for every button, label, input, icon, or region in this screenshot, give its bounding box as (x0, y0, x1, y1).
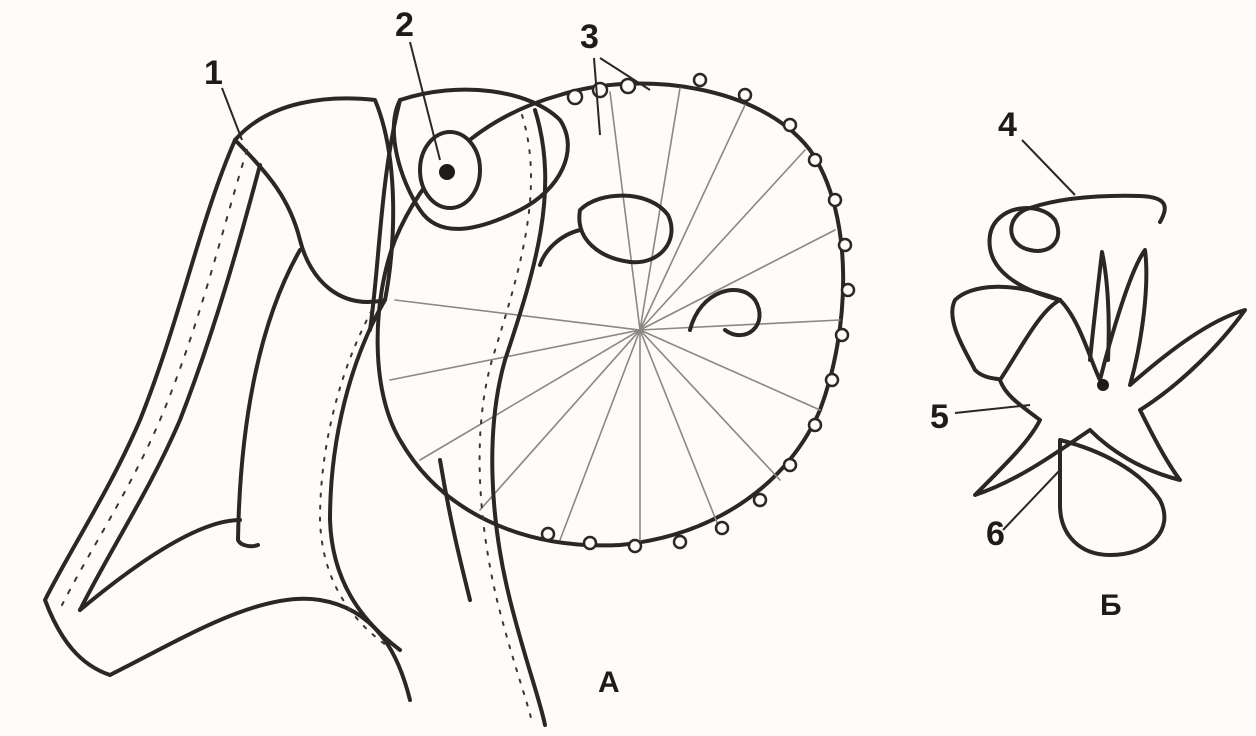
label-2: 2 (395, 6, 414, 44)
hectocotylus-coil (990, 196, 1165, 300)
shell-keel-coil (690, 290, 760, 335)
funnel-tip (540, 230, 580, 265)
web-arm-outer-edge (45, 140, 235, 675)
arm-4 (330, 300, 400, 650)
argonaut-male: 4 5 6 Б (930, 106, 1245, 622)
arm-7 (440, 460, 470, 600)
leader-lines-a (222, 42, 650, 160)
web-arm-membrane (235, 98, 393, 302)
argonaut-female-with-shell: 1 2 3 А (45, 6, 854, 725)
leader-2 (410, 42, 440, 160)
label-1: 1 (204, 54, 223, 92)
eye-pupil (439, 164, 455, 180)
label-4: 4 (998, 106, 1017, 144)
funnel (579, 196, 671, 263)
leader-4 (1022, 140, 1075, 195)
arm-6 (492, 110, 545, 725)
panel-label-a: А (598, 666, 620, 699)
body (394, 90, 672, 265)
label-5: 5 (930, 398, 949, 436)
leader-5 (955, 405, 1030, 413)
male-eye (1097, 379, 1109, 391)
label-3: 3 (580, 18, 599, 56)
label-6: 6 (986, 515, 1005, 553)
male-arm-spike-a (1090, 252, 1109, 360)
leader-1 (222, 88, 242, 140)
hectocotylus-stem (952, 287, 1060, 380)
leader-lines-b (955, 140, 1075, 530)
dorsal-web-arm (45, 98, 393, 675)
arm-1 (238, 250, 300, 546)
male-body (1060, 440, 1164, 555)
panel-label-b: Б (1100, 589, 1122, 622)
